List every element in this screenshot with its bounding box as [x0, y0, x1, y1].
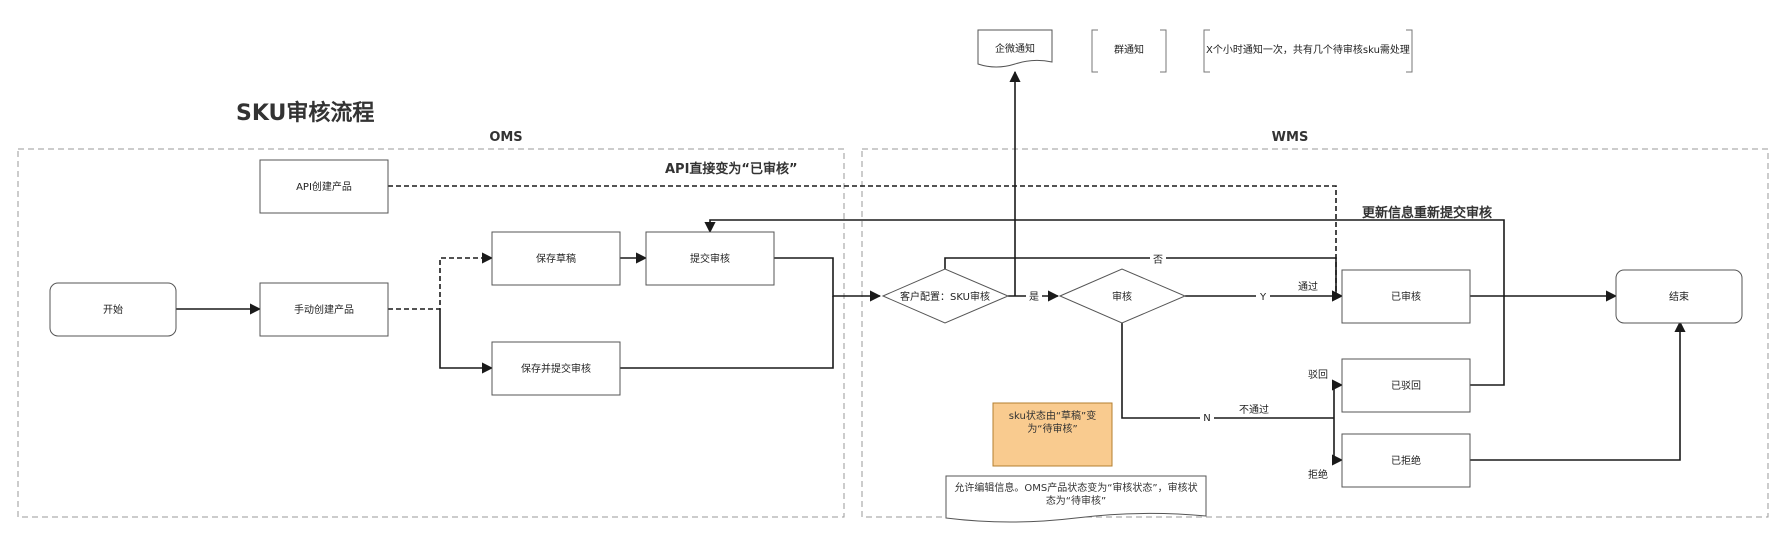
svg-text:保存并提交审核: 保存并提交审核 [521, 362, 591, 375]
svg-text:已审核: 已审核 [1391, 290, 1421, 303]
edge-label-not-pass: 不通过 [1239, 403, 1269, 416]
svg-text:已拒绝: 已拒绝 [1391, 454, 1421, 467]
edge-config-no-to-approved [944, 257, 1337, 296]
oms-lane-label: OMS [489, 130, 522, 145]
svg-text:提交审核: 提交审核 [690, 252, 730, 265]
edge-label-yes: 是 [1029, 291, 1039, 303]
edges [176, 70, 1686, 466]
svg-text:开始: 开始 [103, 303, 123, 316]
svg-text:群通知: 群通知 [1114, 43, 1144, 56]
resubmit-note: 更新信息重新提交审核 [1362, 205, 1492, 221]
wms-lane-label: WMS [1272, 130, 1309, 145]
node-manual-create: 手动创建产品 [259, 282, 389, 337]
svg-text:API创建产品: API创建产品 [296, 180, 352, 193]
svg-text:客户配置：SKU审核: 客户配置：SKU审核 [900, 290, 990, 303]
svg-text:已驳回: 已驳回 [1391, 380, 1421, 392]
node-status-change: sku状态由“草稿”变为“待审核” [992, 402, 1113, 467]
node-save-draft: 保存草稿 [491, 231, 621, 286]
edge-manual-to-save-draft [388, 252, 494, 310]
svg-text:结束: 结束 [1669, 290, 1689, 303]
api-direct-note: API直接变为“已审核” [665, 161, 798, 177]
svg-text:审核: 审核 [1112, 290, 1132, 303]
node-submit-review: 提交审核 [645, 231, 775, 286]
edge-rejected-back-to-submit [704, 219, 1505, 386]
node-wechat-notify: 企微通知 [977, 29, 1053, 68]
node-review-diamond: 审核 [1058, 268, 1187, 324]
edge-review-no-branch [1121, 322, 1334, 419]
node-group-notify: 群通知 [1091, 29, 1167, 73]
wms-lane: WMS [861, 130, 1769, 518]
node-approved: 已审核 [1341, 269, 1471, 324]
oms-lane: OMS [17, 130, 845, 518]
edge-label-refuse: 拒绝 [1308, 468, 1328, 481]
node-rejected-back: 已驳回 [1341, 358, 1471, 413]
svg-text:保存草稿: 保存草稿 [536, 252, 576, 265]
edge-label-no: 否 [1153, 254, 1163, 266]
edge-label-n: N [1203, 413, 1210, 424]
node-interval-notify: X个小时通知一次，共有几个待审核sku需处理 [1203, 29, 1413, 73]
svg-text:X个小时通知一次，共有几个待审核sku需处理: X个小时通知一次，共有几个待审核sku需处理 [1206, 43, 1410, 56]
node-end: 结束 [1615, 269, 1743, 324]
diagram-title: SKU审核流程 [236, 100, 374, 126]
svg-text:企微通知: 企微通知 [995, 42, 1035, 55]
node-refused: 已拒绝 [1341, 433, 1471, 488]
node-save-and-submit: 保存并提交审核 [491, 341, 621, 396]
edge-branch-to-rejected-back [1331, 379, 1344, 418]
edge-label-y: Y [1259, 292, 1267, 303]
node-start: 开始 [49, 282, 177, 337]
edge-refused-to-end [1470, 320, 1686, 461]
edge-manual-to-save-submit [439, 309, 494, 374]
edge-submit-to-config [774, 257, 882, 302]
node-customer-config-diamond: 客户配置：SKU审核 [881, 268, 1010, 324]
node-edit-allowed: 允许编辑信息。OMS产品状态变为“审核状态”，审核状态为“待审核” [945, 475, 1207, 523]
edge-label-reject-back: 驳回 [1308, 369, 1328, 381]
node-api-create: API创建产品 [259, 159, 389, 214]
edge-branch-to-refused [1331, 418, 1344, 466]
edge-save-submit-to-config [620, 296, 834, 369]
svg-text:手动创建产品: 手动创建产品 [294, 303, 354, 316]
edge-label-pass: 通过 [1298, 280, 1318, 293]
